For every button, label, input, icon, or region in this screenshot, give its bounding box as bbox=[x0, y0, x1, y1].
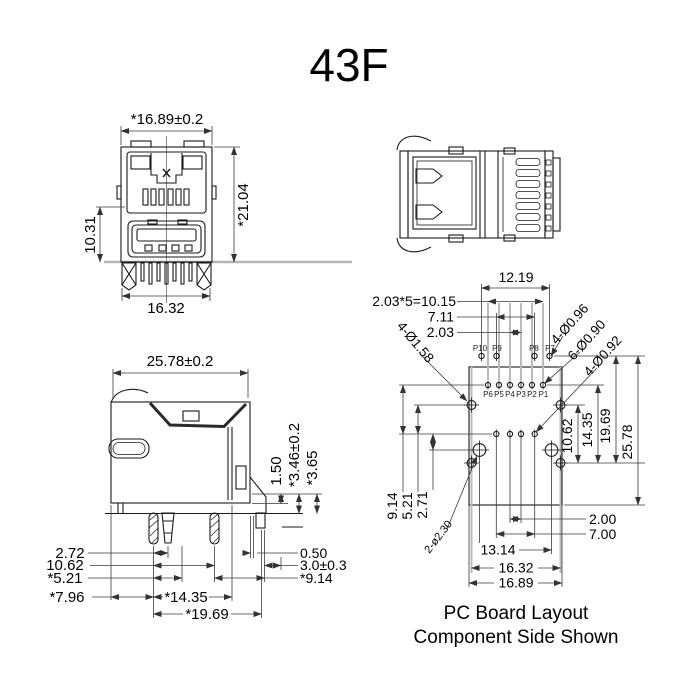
pcb-holes-usb bbox=[493, 429, 538, 439]
dim-pcb-1435: 14.35 bbox=[579, 412, 595, 447]
pin-label-p9: P9 bbox=[492, 344, 502, 353]
dim-front-height: *21.04 bbox=[235, 183, 252, 226]
rj45-port-front bbox=[126, 151, 207, 214]
spring-arc-top bbox=[396, 135, 432, 151]
dim-pcb-711: 7.11 bbox=[428, 309, 454, 325]
caption-line2: Component Side Shown bbox=[414, 627, 619, 648]
dim-side-521: *5.21 bbox=[47, 570, 82, 587]
front-shell bbox=[116, 140, 217, 263]
board-outline bbox=[468, 366, 563, 506]
caption-line1: PC Board Layout bbox=[444, 603, 589, 624]
dim-pcb-1314: 13.14 bbox=[480, 542, 515, 558]
spring-arc-bottom bbox=[396, 237, 432, 253]
page-title: 43F bbox=[309, 39, 388, 91]
dim-side-050: 0.50 bbox=[300, 545, 327, 561]
latch-detail bbox=[415, 168, 443, 184]
dim-pin-a: *3.46±0.2 bbox=[286, 423, 303, 487]
pin-label-p1: P1 bbox=[539, 390, 549, 399]
dim-pcb-1015: 2.03*5=10.15 bbox=[372, 293, 456, 309]
dim-usb-height: 10.31 bbox=[82, 216, 99, 254]
dim-pcb-1632: 16.32 bbox=[498, 560, 533, 576]
pin-label-p6: P6 bbox=[483, 390, 493, 399]
dim-side-30: 3.0±0.3 bbox=[300, 557, 347, 573]
front-view-dimensions: *16.89±0.2 *21.04 10.31 16.32 bbox=[82, 111, 252, 317]
side-pins bbox=[148, 512, 220, 545]
dim-pcb-271: 2.71 bbox=[414, 491, 430, 518]
dim-pcb-2578: 25.78 bbox=[619, 424, 635, 459]
side-view-dimensions: 25.78±0.2 1.50 *3.46±0.2 *3.65 2.72 bbox=[46, 353, 347, 623]
dim-pcb-700: 7.00 bbox=[589, 526, 616, 542]
pin-label-p5: P5 bbox=[494, 390, 504, 399]
pcb-pin-labels: P10 P9 P8 P7 P6 P5 P4 P3 P2 P1 bbox=[473, 344, 556, 399]
pin-label-p2: P2 bbox=[527, 390, 537, 399]
dim-standoff: 1.50 bbox=[268, 456, 285, 485]
dim-side-914: *9.14 bbox=[300, 570, 333, 586]
dim-side-width: 25.78±0.2 bbox=[147, 353, 214, 370]
pcb-holes-rj45-mid bbox=[484, 380, 547, 390]
usb-port-front bbox=[127, 219, 206, 258]
dim-side-1969: *19.69 bbox=[185, 606, 228, 623]
dim-side-1062: 10.62 bbox=[46, 557, 84, 574]
callout-post-holes: 2-ø2.30 bbox=[422, 519, 455, 556]
front-view: *16.89±0.2 *21.04 10.31 16.32 bbox=[82, 111, 352, 317]
side-body bbox=[105, 388, 303, 529]
pin-label-p4: P4 bbox=[505, 390, 515, 399]
dim-pcb-1969: 19.69 bbox=[597, 408, 613, 443]
pin-label-p7: P7 bbox=[545, 344, 555, 353]
dim-pcb-1062: 10.62 bbox=[559, 418, 575, 453]
dim-side-272: 2.72 bbox=[55, 545, 84, 562]
pcb-layout: 12.19 2.03*5=10.15 7.11 2.03 4-Ø1.58 4-Ø… bbox=[372, 269, 645, 648]
pcb-dimensions: 12.19 2.03*5=10.15 7.11 2.03 4-Ø1.58 4-Ø… bbox=[372, 269, 645, 591]
dim-pcb-521: 5.21 bbox=[399, 492, 415, 519]
pin-label-p3: P3 bbox=[516, 390, 526, 399]
dim-side-796: *7.96 bbox=[49, 589, 84, 606]
dim-pcb-203: 2.03 bbox=[427, 324, 454, 340]
contact-rows bbox=[515, 158, 552, 232]
dim-pcb-200: 2.00 bbox=[589, 511, 616, 527]
pcb-caption: PC Board Layout Component Side Shown bbox=[414, 603, 619, 648]
dim-side-1435: *14.35 bbox=[164, 589, 207, 606]
pcb-holes-posts bbox=[470, 440, 561, 460]
dim-pcb-1219: 12.19 bbox=[498, 269, 533, 285]
front-legs bbox=[121, 262, 212, 291]
pin-label-p8: P8 bbox=[529, 344, 539, 353]
top-view bbox=[396, 135, 561, 253]
dim-pcb-1689: 16.89 bbox=[498, 575, 533, 591]
pcb-holes-rj45-top bbox=[478, 351, 553, 361]
dim-front-width-bottom: 16.32 bbox=[147, 300, 185, 317]
dim-pcb-914: 9.14 bbox=[384, 492, 400, 519]
dim-pin-b: *3.65 bbox=[304, 450, 321, 485]
side-view: 25.78±0.2 1.50 *3.46±0.2 *3.65 2.72 bbox=[46, 353, 347, 623]
dim-front-width-top: *16.89±0.2 bbox=[131, 111, 203, 128]
pin-label-p10: P10 bbox=[473, 344, 488, 353]
